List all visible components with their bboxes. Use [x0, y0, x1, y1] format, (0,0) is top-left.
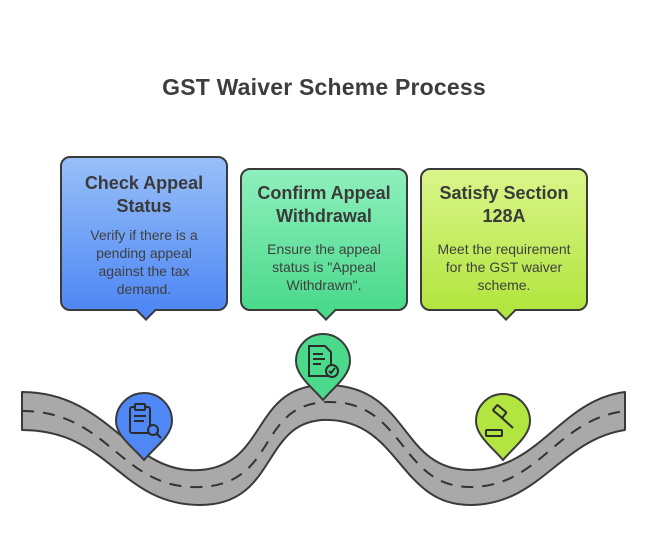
diagram-title: GST Waiver Scheme Process	[162, 74, 486, 100]
step-title: Check Appeal Status	[84, 173, 204, 216]
step-description: Ensure the appeal status is "Appeal With…	[267, 241, 381, 293]
clipboard-search-icon	[129, 403, 162, 439]
step-card-check-appeal-status: Check Appeal Status Verify if there is a…	[60, 156, 228, 321]
step-title: Satisfy Section 128A	[439, 183, 569, 226]
road-center-line	[21, 400, 626, 489]
map-marker-step-3	[474, 393, 532, 462]
step-card-confirm-appeal-withdrawal: Confirm Appeal Withdrawal Ensure the app…	[240, 168, 408, 321]
road	[21, 383, 626, 506]
document-check-icon	[308, 345, 339, 378]
step-card-satisfy-section-128a: Satisfy Section 128A Meet the requiremen…	[420, 168, 588, 321]
step-description: Verify if there is a pending appeal agai…	[90, 227, 198, 297]
gavel-icon	[485, 404, 514, 437]
step-title: Confirm Appeal Withdrawal	[257, 183, 391, 226]
map-marker-step-2	[294, 333, 352, 402]
step-description: Meet the requirement for the GST waiver …	[437, 241, 571, 293]
map-marker-step-1	[114, 392, 174, 462]
